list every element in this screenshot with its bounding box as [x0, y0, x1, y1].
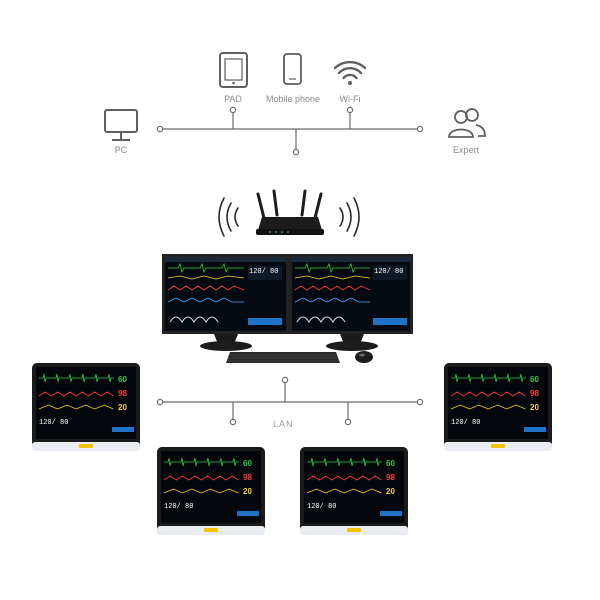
bedside-monitor-bottom-left: 60 98 20 120/ 80	[157, 447, 265, 535]
central-right-nibp: 120/ 80	[374, 268, 404, 276]
resp-waveform	[38, 404, 114, 410]
signal-waves-left-icon	[218, 197, 239, 237]
nibp-value: 120/ 80	[307, 503, 336, 511]
spo2-value: 98	[530, 389, 539, 398]
nibp-value: 120/ 80	[451, 419, 480, 427]
mouse-icon	[355, 351, 373, 363]
alarm-light	[79, 444, 93, 448]
tablet-icon	[219, 52, 248, 88]
pc-monitor-icon	[104, 109, 138, 141]
lan-network-lines	[156, 376, 424, 426]
ecg-waveform	[307, 457, 382, 467]
resp-value: 20	[118, 403, 127, 412]
heart-rate-value: 60	[118, 375, 127, 384]
signal-waves-right-icon	[339, 197, 360, 237]
mobile-phone-icon	[283, 53, 302, 85]
pc-label: PC	[114, 145, 128, 155]
ecg-waveform	[39, 373, 114, 383]
expert-users-icon	[448, 108, 486, 138]
status-bar	[237, 511, 259, 516]
central-left-nibp: 120/ 80	[249, 268, 279, 276]
spo2-value: 98	[243, 473, 252, 482]
resp-value: 20	[386, 487, 395, 496]
resp-waveform	[306, 488, 382, 494]
ecg-waveform	[451, 373, 526, 383]
resp-value: 20	[243, 487, 252, 496]
spo2-waveform	[163, 475, 239, 481]
nibp-value: 120/ 80	[164, 503, 193, 511]
status-bar	[380, 511, 402, 516]
spo2-waveform	[306, 475, 382, 481]
resp-waveform	[450, 404, 526, 410]
resp-waveform	[163, 488, 239, 494]
keyboard-icon	[226, 352, 340, 363]
bedside-monitor-bottom-right: 60 98 20 120/ 80	[300, 447, 408, 535]
status-bar	[524, 427, 546, 432]
wifi-label: Wi-Fi	[339, 94, 361, 104]
heart-rate-value: 60	[530, 375, 539, 384]
alarm-light	[491, 444, 505, 448]
spo2-value: 98	[386, 473, 395, 482]
alarm-light	[347, 528, 361, 532]
spo2-waveform	[38, 391, 114, 397]
central-monitor-left	[162, 254, 289, 351]
nibp-value: 120/ 80	[39, 419, 68, 427]
heart-rate-value: 60	[386, 459, 395, 468]
heart-rate-value: 60	[243, 459, 252, 468]
lan-label: LAN	[273, 419, 294, 429]
pad-label: PAD	[224, 94, 242, 104]
alarm-light	[204, 528, 218, 532]
bedside-monitor-right: 60 98 20 120/ 80	[444, 363, 552, 451]
status-bar	[112, 427, 134, 432]
spo2-waveform	[450, 391, 526, 397]
ecg-waveform	[164, 457, 239, 467]
wifi-icon	[333, 60, 367, 85]
bedside-monitor-left: 60 98 20 120/ 80	[32, 363, 140, 451]
central-monitor-right	[289, 254, 413, 351]
spo2-value: 98	[118, 389, 127, 398]
mobile-phone-label: Mobile phone	[265, 94, 321, 104]
expert-label: Expert	[452, 145, 479, 155]
wireless-router-icon	[256, 189, 324, 235]
top-network-lines	[156, 106, 424, 156]
resp-value: 20	[530, 403, 539, 412]
